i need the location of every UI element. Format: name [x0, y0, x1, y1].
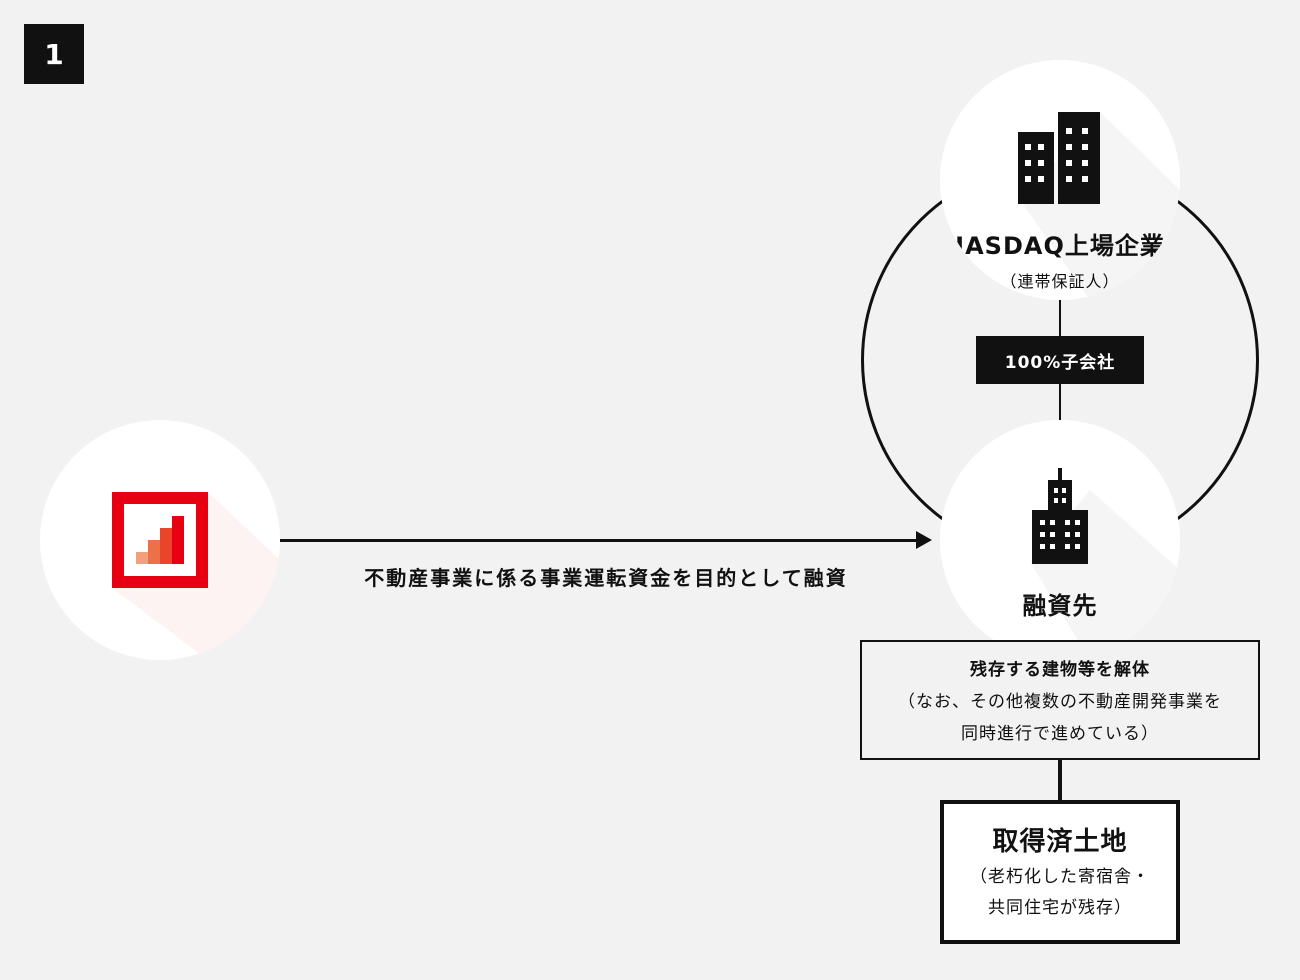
collateral-title: 取得済土地 [992, 827, 1128, 857]
borrower-title: 融資先 [1022, 592, 1098, 620]
activity-note-line1: （なお、その他複数の不動産開発事業を [898, 692, 1222, 712]
activity-box: 残存する建物等を解体 （なお、その他複数の不動産開発事業を 同時進行で進めている… [860, 640, 1260, 760]
activity-note-line2: 同時進行で進めている） [961, 724, 1159, 744]
office-buildings-icon [1018, 112, 1180, 300]
subsidiary-label: 100%子会社 [976, 336, 1144, 384]
guarantor-subtitle: （連帯保証人） [1000, 272, 1120, 291]
collateral-note-line1: （老朽化した寄宿舎・ [970, 867, 1150, 887]
loan-purpose-label: 不動産事業に係る事業運転資金を目的として融資 [364, 566, 848, 590]
tower-building-icon [1030, 468, 1180, 660]
lender-circle [40, 420, 280, 660]
step-badge: 1 [24, 24, 84, 84]
guarantor-title: JASDAQ上場企業 [955, 232, 1165, 260]
borrower-circle: 融資先 [940, 420, 1180, 660]
collateral-box: 取得済土地 （老朽化した寄宿舎・ 共同住宅が残存） [940, 800, 1180, 944]
arrow-head-icon [916, 531, 932, 549]
activity-title: 残存する建物等を解体 [970, 660, 1150, 680]
collateral-note-line2: 共同住宅が残存） [988, 898, 1132, 918]
connector-line [1058, 760, 1062, 802]
loan-arrow [280, 539, 920, 542]
bar-chart-logo-icon [112, 492, 280, 660]
guarantor-circle: JASDAQ上場企業 （連帯保証人） [940, 60, 1180, 300]
